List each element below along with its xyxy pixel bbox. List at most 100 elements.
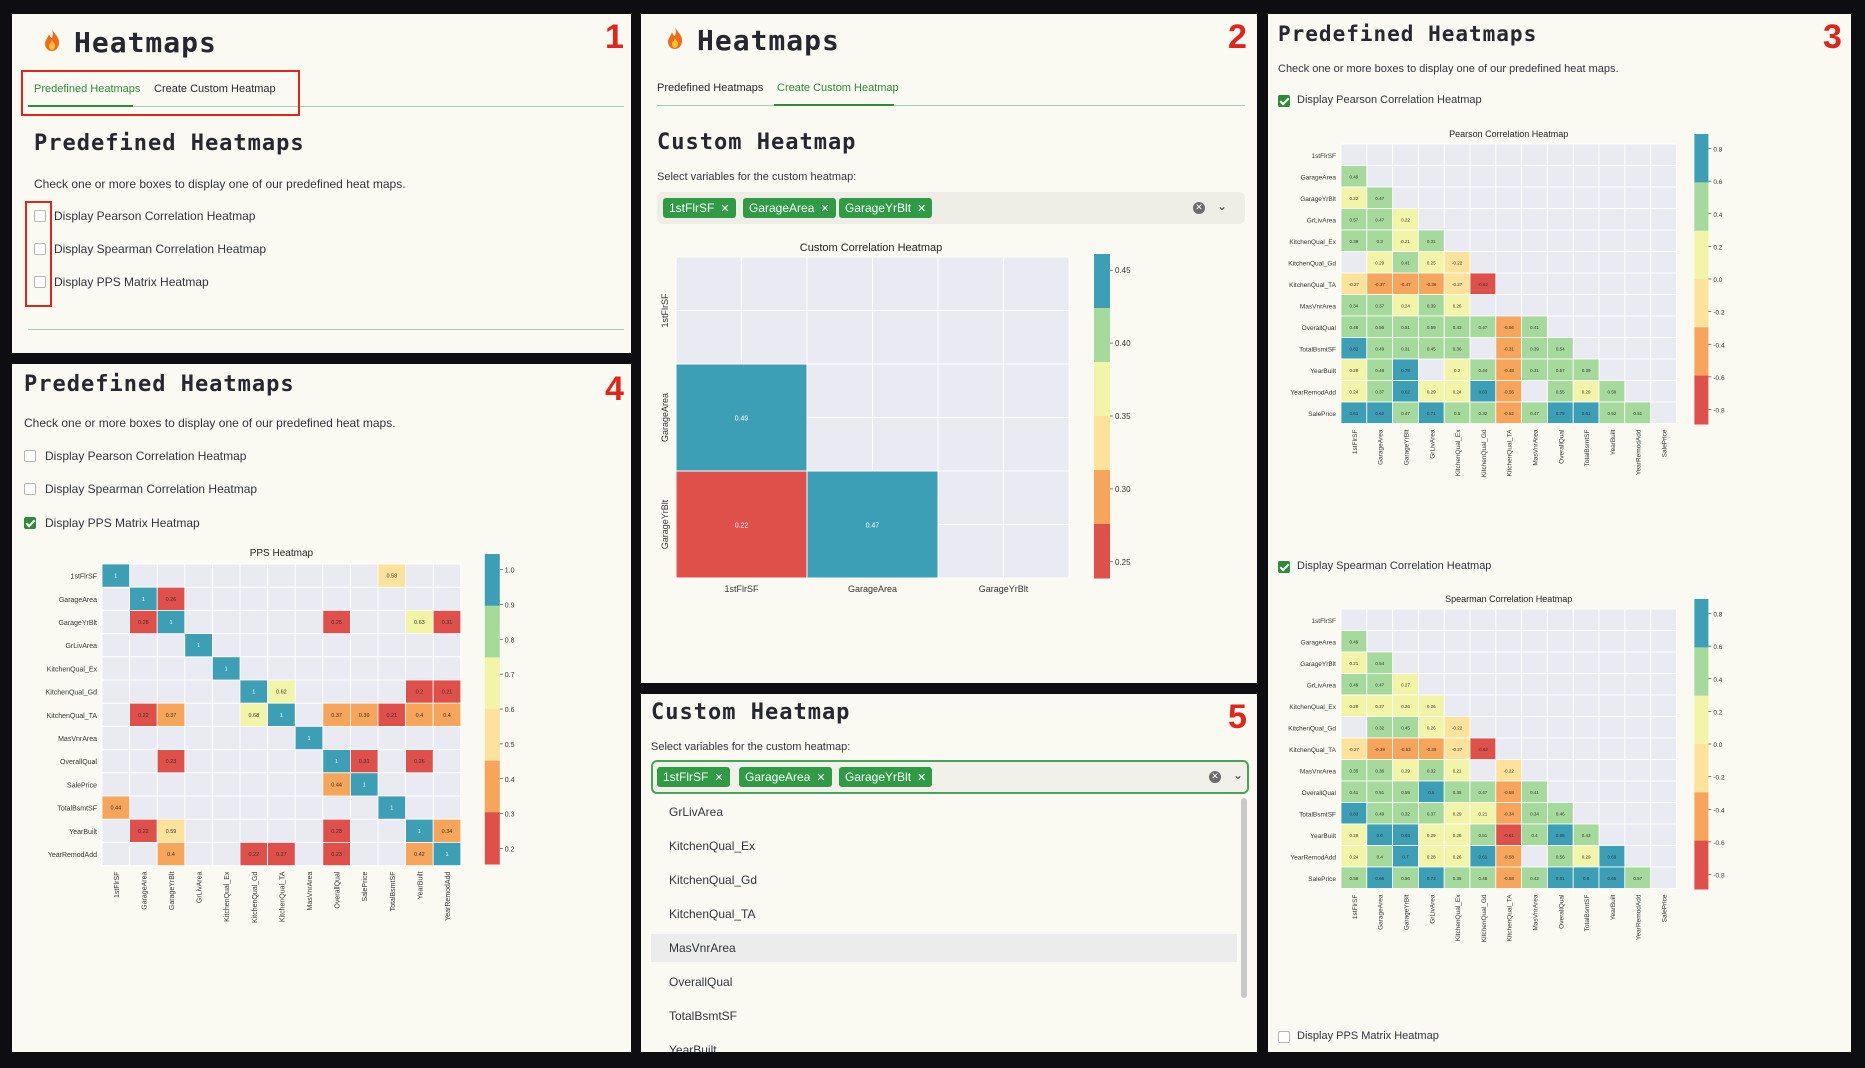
y-tick-label: GrLivArea (65, 643, 97, 650)
x-tick-label: KitchenQual_Gd (1481, 429, 1488, 477)
pps-checkbox[interactable] (1278, 1031, 1290, 1043)
tab-create-custom-heatmap[interactable]: Create Custom Heatmap (154, 83, 276, 95)
dropdown-option[interactable]: KitchenQual_Ex (669, 839, 756, 853)
cell-value-label: 0.6 (1583, 876, 1590, 881)
cell-value-label: 0.45 (1427, 346, 1436, 351)
colorbar-tick-label: 0.4 (1713, 677, 1722, 684)
pearson-checkbox-label: Display Pearson Correlation Heatmap (45, 449, 247, 463)
chip-1stflrsf[interactable]: 1stFlrSF✕ (657, 767, 730, 787)
remove-chip-icon[interactable]: ✕ (917, 772, 927, 784)
cell-value-label: 0.51 (1633, 411, 1642, 416)
x-tick-label: YearRemodAdd (1636, 894, 1643, 940)
colorbar-segment (1694, 182, 1709, 232)
spearman-checkbox[interactable] (34, 243, 46, 255)
x-tick-label: GrLivArea (197, 871, 204, 903)
cell-value-label: 0.52 (1608, 411, 1617, 416)
pearson-checkbox[interactable] (34, 210, 46, 222)
remove-chip-icon[interactable]: ✕ (816, 772, 826, 784)
cell-value-label: 0.62 (1401, 389, 1410, 394)
spearman-checkbox[interactable] (24, 483, 36, 495)
tab-predefined-heatmaps[interactable]: Predefined Heatmaps (657, 82, 764, 94)
cell-value-label: -0.36 (1426, 282, 1437, 287)
cell-value-label: 0.4 (443, 713, 451, 719)
variables-multiselect[interactable]: 1stFlrSF✕ GarageArea✕ GarageYrBlt✕ ✕ ⌄ (657, 192, 1245, 224)
chip-garageyrblt[interactable]: GarageYrBlt✕ (839, 767, 933, 787)
dropdown-option[interactable]: MasVnrArea (651, 934, 1237, 962)
cell-value-label: 0.47 (866, 523, 880, 530)
cell-value-label: 0.32 (1479, 411, 1488, 416)
cell-value-label: 0.31 (359, 759, 370, 765)
dropdown-option[interactable]: GrLivArea (669, 805, 724, 819)
cell-value-label: 0.4 (416, 713, 424, 719)
cell-value-label: 1 (363, 782, 366, 788)
pearson-checkbox[interactable] (1278, 95, 1290, 107)
heatmap-cell (377, 563, 407, 588)
cell-value-label: 0.32 (1401, 811, 1410, 816)
dropdown-option[interactable]: YearBuilt (669, 1043, 717, 1052)
pearson-checkbox[interactable] (24, 450, 36, 462)
chevron-down-icon[interactable]: ⌄ (1217, 199, 1228, 213)
panel-number: 4 (605, 370, 624, 408)
remove-chip-icon[interactable]: ✕ (720, 203, 730, 215)
dropdown-option[interactable]: TotalBsmtSF (669, 1009, 738, 1023)
y-tick-label: GarageArea (59, 597, 97, 604)
cell-value-label: -0.27 (1452, 282, 1463, 287)
cell-value-label: 0.35 (1350, 768, 1359, 773)
y-tick-label: SalePrice (1308, 876, 1336, 883)
x-tick-label: 1stFlrSF (1352, 429, 1359, 454)
cell-value-label: 0.21 (1350, 661, 1359, 666)
y-tick-label: YearBuilt (1310, 368, 1336, 375)
chip-garagearea[interactable]: GarageArea✕ (739, 767, 832, 787)
x-tick-label: GarageYrBlt (1404, 894, 1411, 930)
colorbar-tick-label: -0.6 (1713, 840, 1725, 847)
x-tick-label: TotalBsmtSF (1584, 894, 1591, 931)
cell-value-label: 0.65 (1608, 876, 1617, 881)
cell-value-label: 0.26 (166, 597, 177, 603)
y-tick-label: TotalBsmtSF (57, 806, 97, 813)
dropdown-option[interactable]: KitchenQual_Gd (669, 873, 758, 887)
description-text: Check one or more boxes to display one o… (34, 177, 406, 191)
remove-chip-icon[interactable]: ✕ (917, 203, 927, 215)
remove-chip-icon[interactable]: ✕ (714, 772, 724, 784)
x-tick-label: MasVnrArea (307, 871, 314, 910)
cell-value-label: -0.27 (1349, 747, 1360, 752)
cell-value-label: 0.45 (1401, 725, 1410, 730)
cell-value-label: 0.62 (276, 690, 287, 696)
dropdown-option[interactable]: KitchenQual_TA (669, 907, 756, 921)
cell-value-label: 0.49 (1350, 682, 1359, 687)
heatmap-cell (1469, 272, 1497, 295)
dropdown-scrollbar[interactable] (1241, 798, 1247, 998)
colorbar-tick-label: 0.0 (1713, 277, 1722, 284)
pps-checkbox-label: Display PPS Matrix Heatmap (1297, 1030, 1439, 1042)
chevron-down-icon[interactable]: ⌄ (1233, 768, 1244, 782)
spearman-checkbox[interactable] (1278, 561, 1290, 573)
colorbar-tick-label: 0.2 (505, 847, 515, 854)
heatmap-cell (1469, 737, 1497, 760)
panel-number: 3 (1823, 18, 1842, 56)
select-label: Select variables for the custom heatmap: (651, 741, 851, 753)
cell-value-label: 0.25 (331, 620, 342, 626)
clear-all-icon[interactable]: ✕ (1193, 202, 1205, 214)
chip-1stflrsf[interactable]: 1stFlrSF✕ (663, 198, 736, 218)
remove-chip-icon[interactable]: ✕ (820, 203, 830, 215)
section-title: Predefined Heatmaps (34, 131, 305, 156)
cell-value-label: 0.4 (1531, 833, 1538, 838)
cell-value-label: 1 (418, 829, 421, 835)
chip-garagearea[interactable]: GarageArea✕ (743, 198, 836, 218)
pps-checkbox[interactable] (24, 517, 36, 529)
pps-checkbox[interactable] (34, 276, 46, 288)
cell-value-label: 0.21 (1453, 768, 1462, 773)
cell-value-label: 0.39 (1350, 239, 1359, 244)
cell-value-label: 0.22 (1350, 196, 1359, 201)
cell-value-label: 0.29 (1453, 811, 1462, 816)
tab-create-custom-heatmap[interactable]: Create Custom Heatmap (777, 82, 899, 94)
colorbar-tick-label: 0.7 (505, 672, 515, 679)
dropdown-option[interactable]: OverallQual (669, 975, 733, 989)
variables-multiselect[interactable]: 1stFlrSF✕ GarageArea✕ GarageYrBlt✕ ✕ ⌄ (651, 760, 1249, 794)
tab-predefined-heatmaps[interactable]: Predefined Heatmaps (34, 83, 141, 95)
y-tick-label: MasVnrArea (1300, 768, 1337, 775)
x-tick-label: OverallQual (1558, 894, 1565, 929)
clear-all-icon[interactable]: ✕ (1209, 771, 1221, 783)
y-tick-label: YearRemodAdd (1290, 389, 1336, 396)
chip-garageyrblt[interactable]: GarageYrBlt✕ (839, 198, 933, 218)
